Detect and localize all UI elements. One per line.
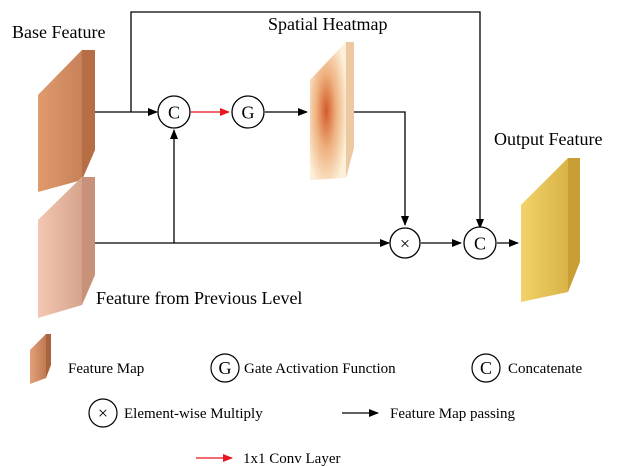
spatial-heatmap-block xyxy=(310,42,354,180)
multiply-node: × xyxy=(389,227,421,259)
base-feature-block xyxy=(38,50,95,192)
svg-text:C: C xyxy=(480,358,492,378)
concat-node-2: C xyxy=(463,226,497,260)
legend-arrow-label: Feature Map passing xyxy=(390,406,515,422)
legend-gate-label: Gate Activation Function xyxy=(244,361,396,377)
legend-multiply-symbol: × xyxy=(88,398,118,428)
legend-conv-label: 1x1 Conv Layer xyxy=(243,451,340,466)
svg-text:G: G xyxy=(219,358,232,378)
previous-level-label: Feature from Previous Level xyxy=(96,288,302,308)
previous-level-block xyxy=(38,177,95,318)
svg-text:C: C xyxy=(168,103,180,123)
svg-text:×: × xyxy=(98,403,108,423)
legend-gate-symbol: G xyxy=(210,353,240,383)
output-feature-label: Output Feature xyxy=(494,129,602,149)
legend: Feature Map G Gate Activation Function C… xyxy=(30,334,582,466)
legend-concat-label: Concatenate xyxy=(508,361,582,377)
svg-text:×: × xyxy=(400,234,410,254)
spatial-heatmap-label: Spatial Heatmap xyxy=(268,14,387,34)
connection-lines xyxy=(95,11,519,247)
svg-text:C: C xyxy=(474,234,486,254)
legend-multiply-label: Element-wise Multiply xyxy=(124,406,263,422)
base-feature-label: Base Feature xyxy=(12,22,105,42)
legend-feature-map-label: Feature Map xyxy=(68,361,144,377)
output-feature-block xyxy=(521,158,580,302)
gate-node: G xyxy=(231,95,265,129)
legend-feature-map-swatch xyxy=(30,334,51,384)
svg-text:G: G xyxy=(242,103,255,123)
concat-node-1: C xyxy=(157,95,191,129)
legend-concat-symbol: C xyxy=(471,353,501,383)
